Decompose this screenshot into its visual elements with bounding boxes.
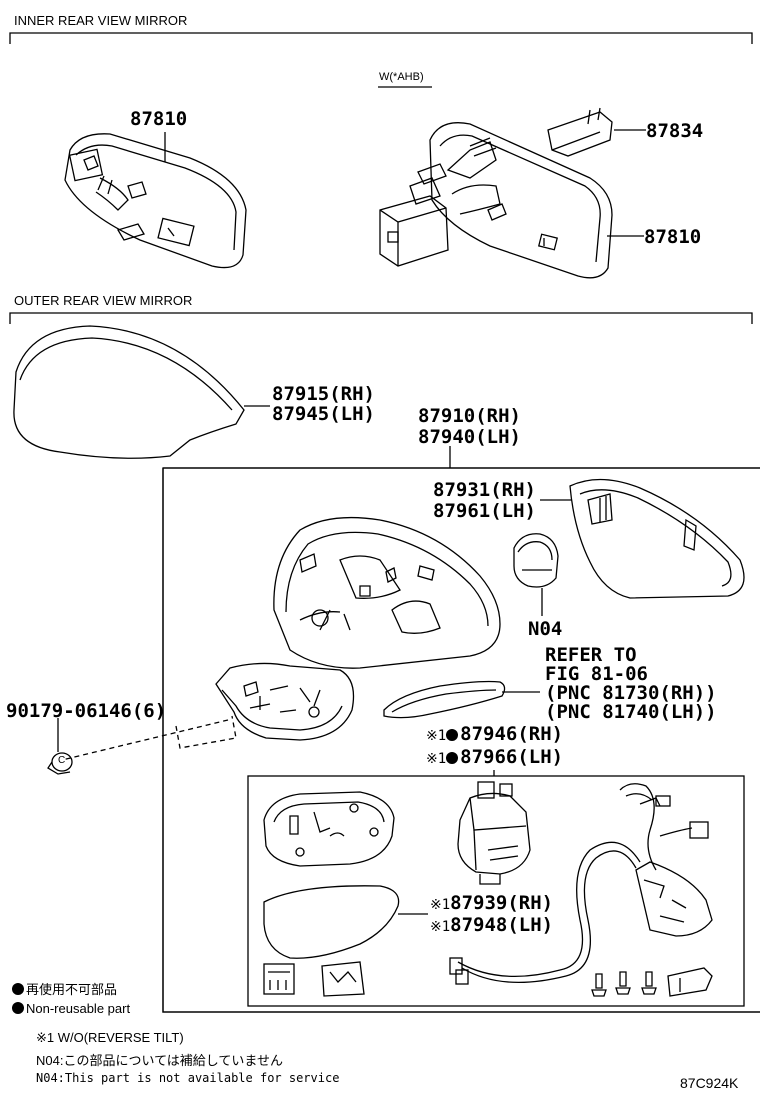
screw-dashed-line [61,719,229,761]
part-87966-lh[interactable]: ※1 87966(LH) [426,746,563,768]
cover-plate-drawing [263,791,395,867]
note-n04-en: N04:This part is not available for servi… [36,1071,340,1085]
part-90179-06146[interactable]: 90179-06146(6) [6,700,167,722]
part-87966-text: 87966(LH) [460,746,564,768]
outer-section-title: OUTER REAR VIEW MIRROR [14,293,193,308]
connectors-drawing [263,961,365,997]
mirror-glass-drawing [569,478,745,599]
part-n04[interactable]: N04 [528,618,563,640]
non-reusable-dot [446,729,459,741]
part-87948-text: 87948(LH) [450,914,554,936]
marker-4: ※1 [430,919,451,935]
part-87940-lh[interactable]: 87940(LH) [418,426,521,448]
refer-line-3[interactable]: (PNC 81730(RH)) [545,682,717,704]
legend-en: Non-reusable part [12,1001,130,1016]
outer-bracket-drawing [215,662,355,741]
note-n04-jp: N04:この部品については補給していません [36,1053,284,1068]
inner-mirror-left-drawing [64,133,247,269]
bracket-dashed-outline [175,715,237,749]
legend-en-text: Non-reusable part [26,1001,131,1016]
part-87810-left[interactable]: 87810 [130,108,188,130]
part-87945-lh[interactable]: 87945(LH) [272,403,375,425]
n04-part-drawing [513,533,559,588]
outer-cover-drawing [13,325,245,459]
legend-dot-icon [12,1002,24,1014]
motor-drawing [457,781,531,885]
legend-jp-text: 再使用不可部品 [26,982,118,997]
marker-2: ※1 [426,751,447,767]
refer-line-2: FIG 81-06 [545,663,648,685]
turn-lamp-drawing [383,680,506,719]
part-87939-rh[interactable]: ※187939(RH) [430,892,553,914]
variant-label: W(*AHB) [379,71,424,83]
refer-line-4[interactable]: (PNC 81740(LH)) [545,701,717,723]
note-reverse-tilt: ※1 W/O(REVERSE TILT) [36,1030,184,1045]
screw-drawing [47,752,73,775]
inner-section-bracket [9,32,753,44]
figure-code: 87C924K [680,1075,739,1091]
part-87939-text: 87939(RH) [450,892,554,914]
legend-jp: 再使用不可部品 [12,979,117,998]
part-87810-right[interactable]: 87810 [644,226,702,248]
part-87946-text: 87946(RH) [460,723,564,745]
motor-sub-box [247,775,745,1007]
inner-section-title: INNER REAR VIEW MIRROR [14,13,188,28]
outer-housing-drawing [273,516,501,669]
part-87948-lh[interactable]: ※187948(LH) [430,914,553,936]
inner-mirror-right-drawing [379,107,613,279]
marker-3: ※1 [430,897,451,913]
part-87931-rh[interactable]: 87931(RH) [433,479,536,501]
bolts-drawing [591,967,713,997]
part-87915-rh[interactable]: 87915(RH) [272,383,375,405]
refer-line-1: REFER TO [545,644,637,666]
screw-letter: C [58,755,66,766]
part-87834[interactable]: 87834 [646,120,704,142]
lower-cover-drawing [263,885,400,959]
marker-1: ※1 [426,728,447,744]
legend-dot-icon [12,983,24,995]
part-87946-rh[interactable]: ※1 87946(RH) [426,723,563,745]
part-87961-lh[interactable]: 87961(LH) [433,500,536,522]
non-reusable-dot [446,752,459,764]
outer-assy-box [162,467,760,1013]
outer-section-bracket [9,312,753,324]
part-87910-rh[interactable]: 87910(RH) [418,405,521,427]
wire-harness-drawing [449,783,713,985]
